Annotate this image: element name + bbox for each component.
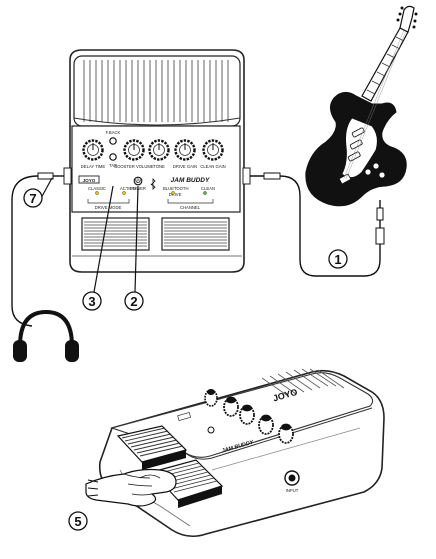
action-label: ACTION <box>120 186 136 191</box>
clean-label: CLEAN <box>201 186 215 191</box>
channel-bracket <box>167 199 214 204</box>
knob-label-delay-time: DELAY TIME <box>81 164 106 169</box>
svg-text:1: 1 <box>334 252 341 267</box>
headphone-cable <box>11 172 64 327</box>
bottom-power-button[interactable] <box>207 426 215 434</box>
svg-text:2: 2 <box>130 294 137 309</box>
svg-text:7: 7 <box>29 191 36 206</box>
bottom-input-jack[interactable] <box>284 470 300 486</box>
callout-5: 5 <box>68 511 88 531</box>
fback-label: F.BACK <box>106 130 121 135</box>
model-name: JAM BUDDY <box>171 177 210 184</box>
svg-text:3: 3 <box>88 294 95 309</box>
guitar-cable <box>250 172 385 277</box>
bottom-knob-3[interactable] <box>239 404 255 425</box>
knob-label-tone: TONE <box>153 164 165 169</box>
bottom-knob-4[interactable] <box>258 414 274 435</box>
knob-label-booster-volume: BOOSTER VOLUME <box>114 164 154 169</box>
led-classic <box>95 191 99 195</box>
fback-pot[interactable] <box>109 137 117 145</box>
callout-1: 1 <box>328 249 348 269</box>
knob-delay-time[interactable] <box>82 139 104 161</box>
bottom-pedal-unit: JOYO JAM BUDDY <box>98 368 385 538</box>
led-drive <box>171 191 175 195</box>
bottom-knob-2[interactable] <box>223 396 239 417</box>
bottom-footswitch-left[interactable] <box>116 425 188 470</box>
electric-guitar-illustration <box>305 5 418 207</box>
knob-tone[interactable] <box>148 139 170 161</box>
knob-booster-volume[interactable] <box>123 139 145 161</box>
bottom-input-label: INPUT <box>286 488 299 493</box>
knob-drive-gain[interactable] <box>174 139 196 161</box>
guitar-input-jack[interactable] <box>242 167 251 185</box>
channel-label: CHANNEL <box>180 205 201 210</box>
bottom-small-logo <box>177 411 192 421</box>
drive-mode-bracket <box>87 199 130 204</box>
brand-logo <box>78 175 100 184</box>
svg-text:5: 5 <box>74 514 81 529</box>
callout-7: 7 <box>23 188 43 208</box>
knob-label-clean-gain: CLEAN GAIN <box>200 164 225 169</box>
footswitch-left[interactable] <box>81 217 150 251</box>
classic-label: CLASSIC <box>88 186 106 191</box>
speaker-grille <box>73 55 241 127</box>
drive-label: DRIVE <box>169 192 182 197</box>
led-action <box>122 191 126 195</box>
control-panel <box>71 125 241 213</box>
bottom-knob-5[interactable] <box>278 423 294 444</box>
footswitch-right[interactable] <box>161 217 230 251</box>
knob-label-drive-gain: DRIVE GAIN <box>173 164 197 169</box>
callout-3: 3 <box>82 291 102 311</box>
bluetooth-icon <box>150 178 156 190</box>
headphones-illustration <box>13 309 79 362</box>
tap-label: TAP <box>109 163 117 168</box>
callout-2: 2 <box>124 291 144 311</box>
drive-mode-label: DRIVE MODE <box>95 205 122 210</box>
tap-pot[interactable] <box>109 153 117 161</box>
hand-illustration <box>85 468 177 507</box>
top-pedal-unit: F.BACK TAP DELAY TIME BOOSTER VOLUME TON… <box>63 49 251 273</box>
knob-clean-gain[interactable] <box>202 139 224 161</box>
led-clean <box>203 191 207 195</box>
bottom-knob-1[interactable] <box>204 389 218 407</box>
headphone-jack[interactable] <box>63 167 72 185</box>
bluetooth-label: BLUETOOTH <box>163 186 189 191</box>
brand-logo-text: JOYO <box>83 178 96 183</box>
power-button[interactable] <box>133 176 143 186</box>
